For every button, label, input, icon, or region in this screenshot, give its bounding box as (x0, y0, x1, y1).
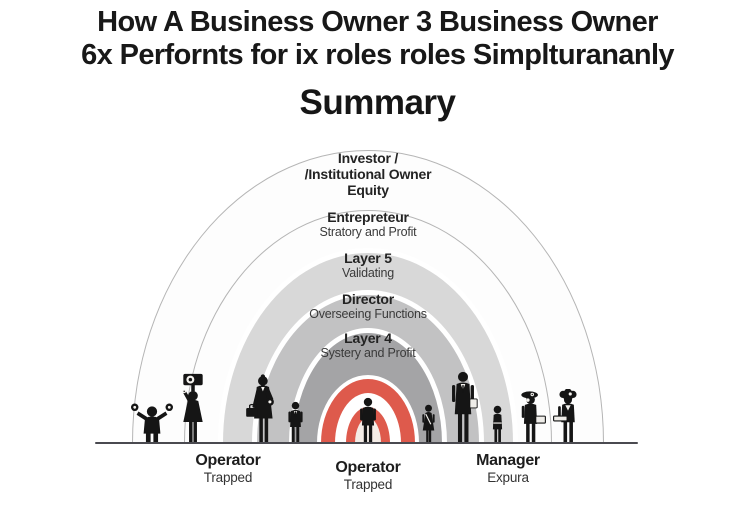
ground-baseline (95, 441, 638, 444)
figure-juggler (124, 396, 180, 443)
label-manager-right-title: Manager (476, 452, 540, 469)
cap-worker-icon (520, 391, 546, 443)
figure-suit-man-small (283, 401, 308, 443)
juggler-icon (131, 403, 173, 443)
tall-suit-man-icon (452, 371, 478, 443)
businesswoman-icon (246, 374, 274, 443)
figure-child-bundle (486, 405, 509, 443)
child-icon (492, 405, 502, 443)
label-manager-right-subtitle: Expura (487, 470, 529, 485)
label-operator-left-title: Operator (195, 452, 261, 469)
label-operator-left-subtitle: Trapped (203, 470, 253, 485)
figure-sash-woman (417, 404, 440, 443)
suit-man-icon (287, 401, 303, 443)
projector-holder-icon (182, 373, 203, 443)
figure-suit-man-tall (447, 371, 479, 443)
label-operator-center-title: Operator (335, 459, 401, 476)
figure-curly-worker-tray (550, 389, 586, 443)
title-block: How A Business Owner 3 Business Owner 6x… (0, 6, 755, 122)
curly-worker-icon (553, 389, 577, 443)
figure-cap-worker-board (513, 391, 548, 443)
figure-center-man-bullseye (354, 397, 382, 443)
page-title-line2: 6x Perfornts for ix roles roles Simpltur… (81, 39, 674, 71)
figure-projector-holder (171, 373, 215, 443)
figure-businesswoman-briefcase (240, 373, 284, 443)
summary-heading: Summary (299, 83, 456, 122)
page-title-line1: How A Business Owner 3 Business Owner (97, 6, 658, 38)
sash-woman-icon (421, 404, 435, 443)
label-operator-center-subtitle: Trapped (343, 477, 393, 492)
center-man-icon (360, 397, 376, 443)
